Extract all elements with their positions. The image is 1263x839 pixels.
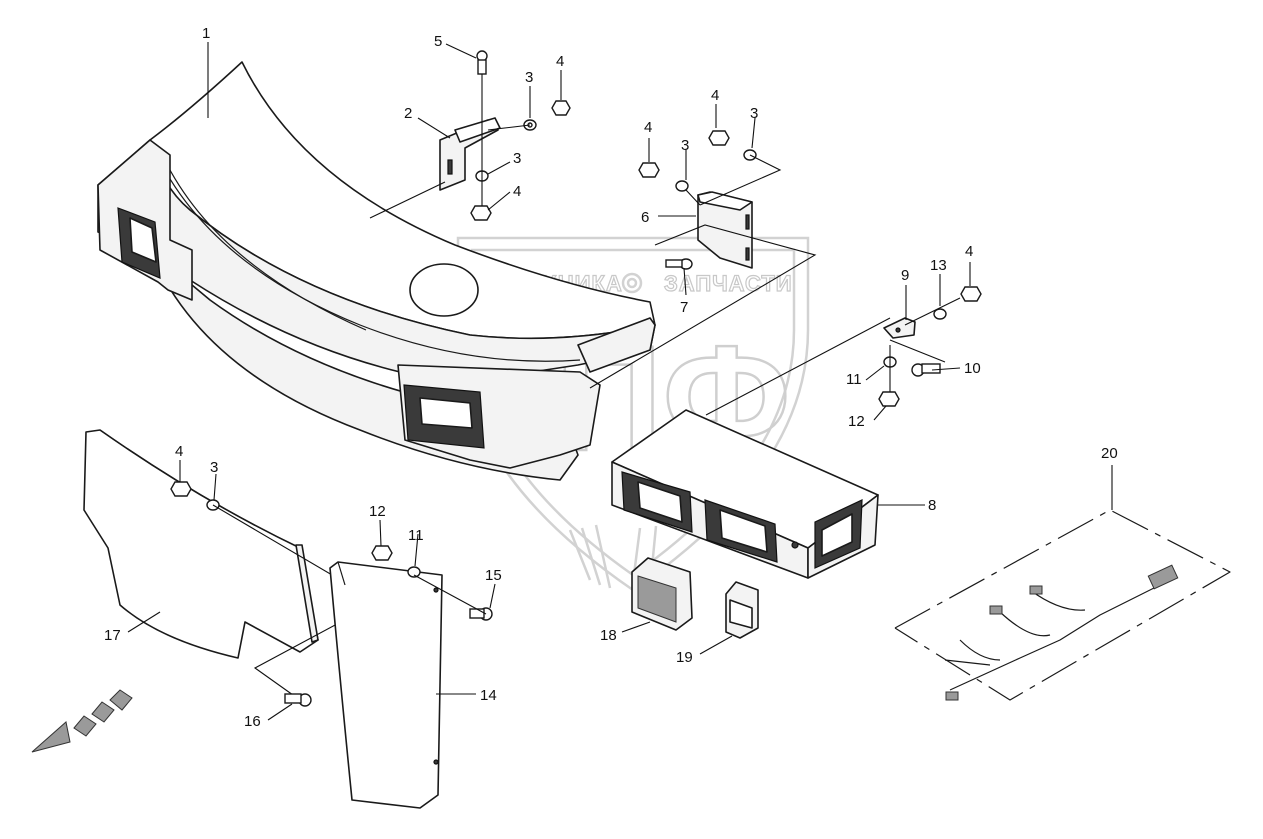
callout-2: 2 bbox=[404, 105, 412, 122]
callout-3: 3 bbox=[210, 459, 218, 476]
callout-leaders bbox=[127, 42, 971, 721]
callout-5: 5 bbox=[434, 33, 442, 50]
nut-12-left bbox=[371, 545, 393, 561]
gear-icon bbox=[621, 272, 643, 294]
fender-panel-14 bbox=[329, 561, 443, 809]
washer-11-left bbox=[407, 566, 421, 578]
callout-12: 12 bbox=[848, 413, 865, 430]
callout-3: 3 bbox=[750, 105, 758, 122]
nut-4-right-a bbox=[638, 162, 660, 178]
callout-20: 20 bbox=[1101, 445, 1118, 462]
bolt-5 bbox=[476, 50, 488, 75]
callout-8: 8 bbox=[928, 497, 936, 514]
callout-4: 4 bbox=[644, 119, 652, 136]
nut-12-right bbox=[878, 391, 900, 407]
bolt-7 bbox=[665, 258, 693, 270]
watermark-text-right: ЗАПЧАСТИ bbox=[664, 271, 793, 296]
callout-18: 18 bbox=[600, 627, 617, 644]
callout-labels: 1 2 3 3 3 3 3 4 4 4 4 4 4 5 6 7 8 9 10 1… bbox=[104, 25, 1118, 730]
marker-lamp-19 bbox=[725, 581, 759, 639]
callout-16: 16 bbox=[244, 713, 261, 730]
callout-15: 15 bbox=[485, 567, 502, 584]
callout-13: 13 bbox=[930, 257, 947, 274]
work-lamp-18 bbox=[631, 557, 693, 631]
bracket-9 bbox=[883, 317, 916, 339]
nut-4-far-right bbox=[960, 286, 982, 302]
wiring-harness-20 bbox=[894, 509, 1231, 701]
callout-10: 10 bbox=[964, 360, 981, 377]
callout-4: 4 bbox=[175, 443, 183, 460]
callout-17: 17 bbox=[104, 627, 121, 644]
callout-4: 4 bbox=[556, 53, 564, 70]
side-panel-17 bbox=[83, 429, 319, 659]
washer-13 bbox=[933, 308, 947, 320]
hood-filler-opening bbox=[409, 263, 479, 317]
callout-11: 11 bbox=[408, 527, 424, 544]
hood-panel bbox=[97, 61, 656, 481]
nut-4-mid bbox=[470, 205, 492, 221]
bolt-15 bbox=[469, 607, 493, 621]
callout-4: 4 bbox=[513, 183, 521, 200]
callout-12: 12 bbox=[369, 503, 386, 520]
nut-4-right-b bbox=[708, 130, 730, 146]
nut-4-left bbox=[170, 481, 192, 497]
callout-6: 6 bbox=[641, 209, 649, 226]
callout-3: 3 bbox=[681, 137, 689, 154]
forward-arrow-icon bbox=[31, 689, 133, 753]
callout-9: 9 bbox=[901, 267, 909, 284]
callout-4: 4 bbox=[711, 87, 719, 104]
bolt-10 bbox=[911, 363, 941, 377]
callout-11: 11 bbox=[846, 371, 862, 388]
bolt-16 bbox=[284, 693, 312, 707]
callout-3: 3 bbox=[525, 69, 533, 86]
callout-19: 19 bbox=[676, 649, 693, 666]
callout-7: 7 bbox=[680, 299, 688, 316]
bracket-2 bbox=[439, 117, 501, 191]
callout-14: 14 bbox=[480, 687, 497, 704]
washer-3-right-a bbox=[675, 180, 689, 192]
lamp-cluster-8 bbox=[611, 409, 879, 579]
callout-1: 1 bbox=[202, 25, 210, 42]
callout-4: 4 bbox=[965, 243, 973, 260]
nut-4-top bbox=[551, 100, 571, 116]
callout-3: 3 bbox=[513, 150, 521, 167]
